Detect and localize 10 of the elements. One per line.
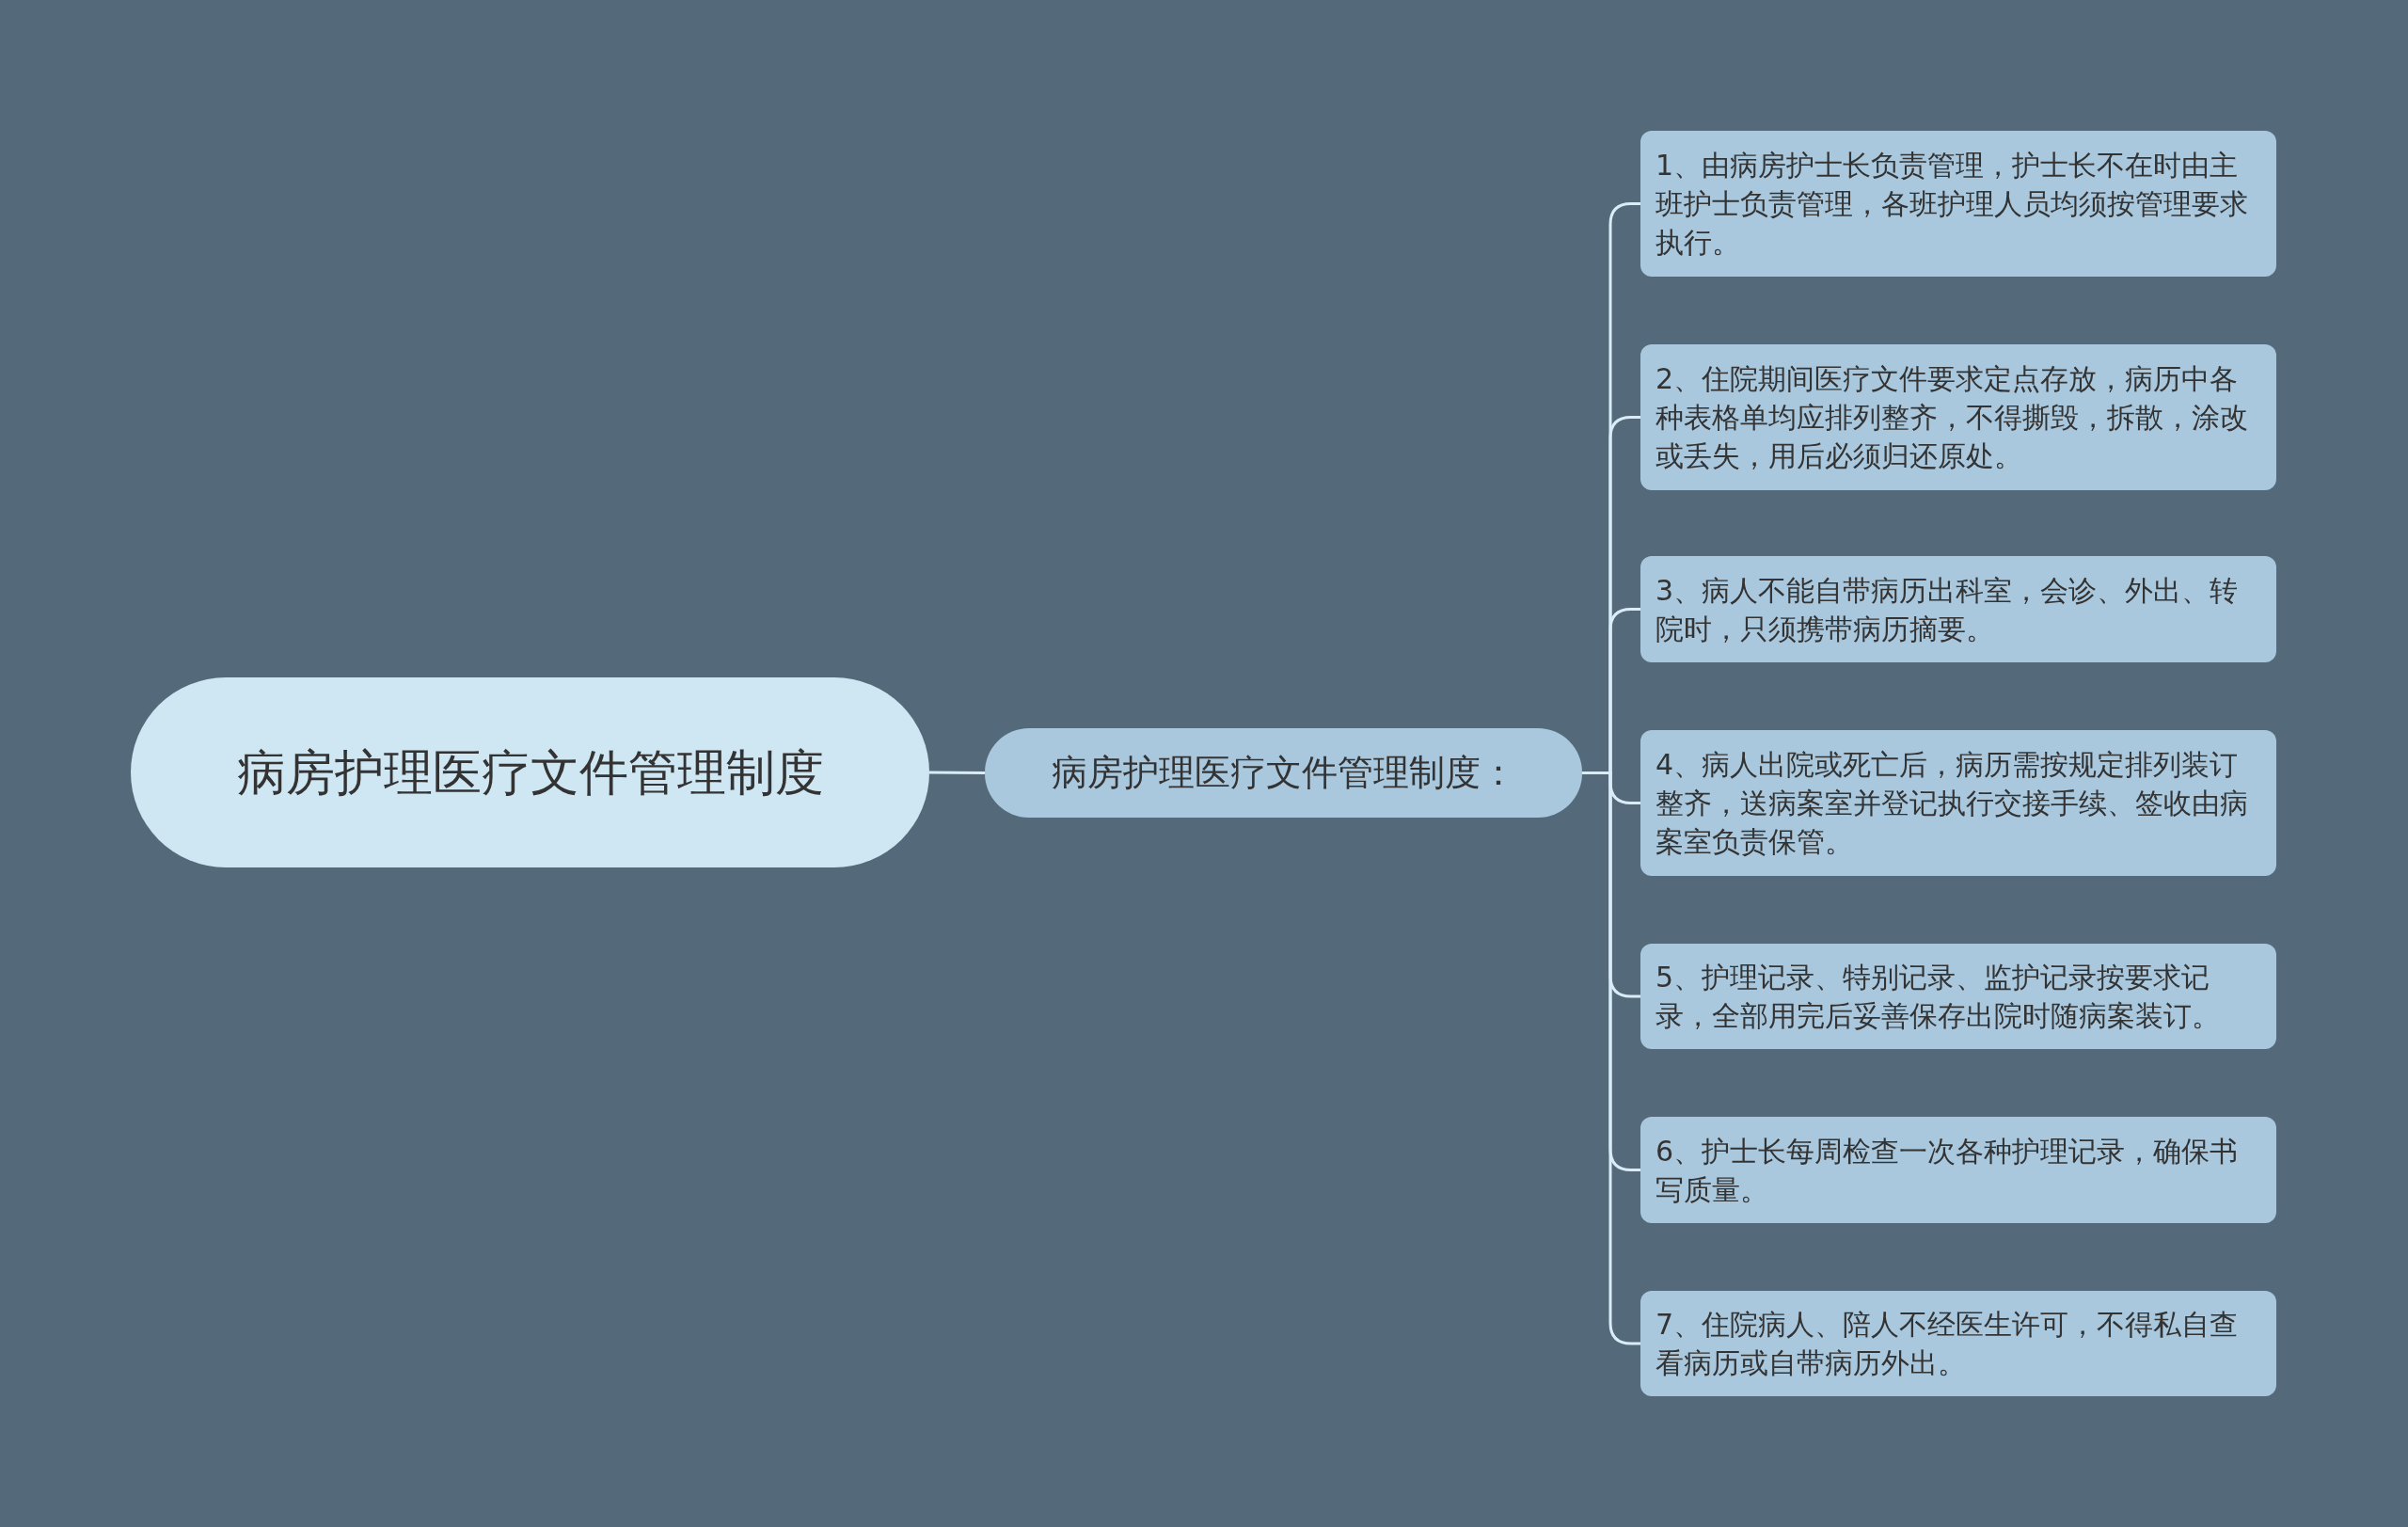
detail-box: 2、住院期间医疗文件要求定点存放，病历中各种表格单均应排列整齐，不得撕毁，拆散，涂改或丢失，用后必须归还原处。: [1640, 344, 2276, 490]
detail-box: 5、护理记录、特别记录、监护记录按要求记录，全部用完后妥善保存出院时随病案装订。: [1640, 944, 2276, 1049]
detail-box: 6、护士长每周检查一次各种护理记录，确保书写质量。: [1640, 1117, 2276, 1223]
subtopic-box: 病房护理医疗文件管理制度：: [985, 728, 1582, 818]
detail-box: 7、住院病人、陪人不经医生许可，不得私自查看病历或自带病历外出。: [1640, 1291, 2276, 1396]
detail-box: 1、由病房护士长负责管理，护士长不在时由主班护士负责管理，各班护理人员均须按管理要求执行。: [1640, 131, 2276, 277]
central-topic-box: 病房护理医疗文件管理制度: [131, 677, 929, 867]
detail-box: 3、病人不能自带病历出科室，会诊、外出、转院时，只须携带病历摘要。: [1640, 556, 2276, 662]
connector-line: [929, 771, 985, 774]
detail-box: 4、病人出院或死亡后，病历需按规定排列装订整齐，送病案室并登记执行交接手续、签收由病案室负责保管。: [1640, 730, 2276, 876]
